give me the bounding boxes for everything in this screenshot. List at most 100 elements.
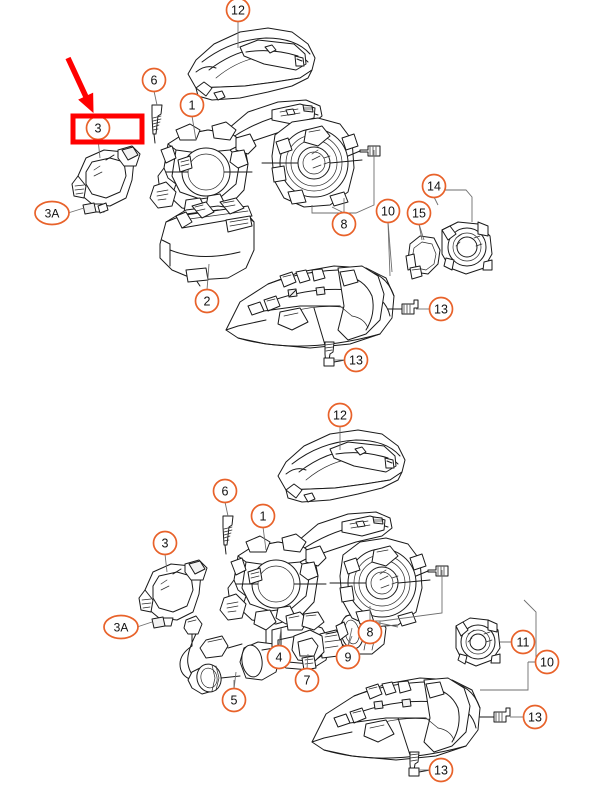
callout-label: 8 xyxy=(341,218,348,232)
callout-label: 5 xyxy=(231,694,238,708)
part-bolt-13b-upper xyxy=(313,307,346,367)
callout-circle xyxy=(266,644,292,670)
callout-3a-retaining-clip[interactable]: 3A xyxy=(103,614,139,640)
callout-circle xyxy=(294,667,320,693)
callout-circle xyxy=(194,288,220,314)
callout-label: 6 xyxy=(151,74,158,88)
callout-leader-line xyxy=(262,526,267,551)
callout-13-hex-bolt[interactable]: 13 xyxy=(428,296,454,322)
part-contact-carrier-7-lower xyxy=(291,629,325,671)
callout-leader-line xyxy=(306,653,309,670)
callout-circle xyxy=(335,644,361,670)
part-switch-module-1-upper xyxy=(149,121,257,233)
callout-leader-line xyxy=(206,263,210,291)
callout-circle xyxy=(327,402,353,428)
callout-10-lower-steering-column-shroud[interactable]: 10 xyxy=(375,198,401,224)
callout-2-lower-switch-carrier[interactable]: 2 xyxy=(194,288,220,314)
callout-circle xyxy=(221,687,247,713)
callout-circle xyxy=(212,478,238,504)
part-transponder-coil-5-lower xyxy=(179,615,243,695)
highlight-arrow-shaft xyxy=(65,56,90,100)
part-bolt-13b-lower xyxy=(397,717,431,777)
callout-4-ignition-starter-switch[interactable]: 4 xyxy=(266,644,292,670)
callout-10-lower-steering-column-shroud[interactable]: 10 xyxy=(534,649,560,675)
callout-circle xyxy=(343,347,369,373)
part-lower-shroud-10-lower xyxy=(311,599,537,761)
callout-label: 13 xyxy=(349,354,363,368)
callout-6-fixing-screw[interactable]: 6 xyxy=(141,67,167,93)
callout-label: 13 xyxy=(434,303,448,317)
callout-3-control-unit-bracket[interactable]: 3 xyxy=(152,530,178,556)
callout-label: 11 xyxy=(517,636,530,650)
callout-circle xyxy=(152,530,178,556)
callout-label: 3A xyxy=(45,207,60,221)
callout-label: 10 xyxy=(540,656,554,670)
highlight-box xyxy=(70,113,145,145)
callout-1-steering-column-switch-module[interactable]: 1 xyxy=(250,503,276,529)
callout-label: 6 xyxy=(222,485,229,499)
callout-15-clamping-ring[interactable]: 15 xyxy=(406,200,432,226)
callout-circle xyxy=(534,649,560,675)
part-switch-carrier-2-upper xyxy=(159,197,255,287)
callout-8-coil-spring-assembly-bracket[interactable]: 8 xyxy=(331,211,357,237)
callout-3a-retaining-clip[interactable]: 3A xyxy=(34,200,70,226)
callout-14-bearing-ring-assembly[interactable]: 14 xyxy=(421,173,447,199)
lower-diagram-artwork xyxy=(138,429,537,777)
callout-leader-line xyxy=(153,90,158,106)
callout-label: 12 xyxy=(333,409,347,423)
part-clamping-ring-15-upper xyxy=(405,223,441,280)
highlight-arrow-head xyxy=(78,92,94,114)
callout-9-lock-cylinder[interactable]: 9 xyxy=(335,644,361,670)
callout-13-hex-bolt[interactable]: 13 xyxy=(343,347,369,373)
callout-6-fixing-screw[interactable]: 6 xyxy=(212,478,238,504)
callout-label: 8 xyxy=(367,626,374,640)
part-bolt-13a-lower xyxy=(479,707,511,723)
part-control-unit-3-upper xyxy=(71,145,141,215)
part-bearing-ring-14-upper xyxy=(433,189,493,275)
callout-label: 15 xyxy=(412,207,426,221)
callout-13-hex-bolt[interactable]: 13 xyxy=(522,704,548,730)
callout-12-upper-steering-column-trim-cover[interactable]: 12 xyxy=(225,0,251,23)
callout-label: 14 xyxy=(427,180,441,194)
callout-circle xyxy=(357,619,383,645)
callout-leader-line xyxy=(233,671,237,690)
part-screw-6-lower xyxy=(222,515,234,555)
callout-12-upper-steering-column-trim-cover[interactable]: 12 xyxy=(327,402,353,428)
part-bearing-ring-11-lower xyxy=(455,617,512,667)
callout-11-bearing-ring[interactable]: 11 xyxy=(510,629,536,655)
callout-circle xyxy=(406,200,432,226)
part-upper-trim-cover-12-lower xyxy=(277,429,406,503)
callout-label: 1 xyxy=(189,99,196,113)
callout-leader-line xyxy=(347,627,353,647)
callout-circle xyxy=(428,757,454,783)
callout-circle xyxy=(331,211,357,237)
part-lower-shroud-10-upper xyxy=(225,221,395,349)
callout-label: 13 xyxy=(434,764,448,778)
part-clock-spring-8-lower xyxy=(329,537,449,628)
callout-5-transponder-reader-coil[interactable]: 5 xyxy=(221,687,247,713)
callout-7-contact-carrier[interactable]: 7 xyxy=(294,667,320,693)
callout-label: 3 xyxy=(95,122,102,136)
callout-circle xyxy=(375,198,401,224)
callout-label: 10 xyxy=(381,205,395,219)
red-highlight-annotation xyxy=(65,56,145,145)
callout-circle xyxy=(34,200,70,226)
callout-8-coil-spring-assembly-bracket[interactable]: 8 xyxy=(357,619,383,645)
callout-3-control-unit-bracket[interactable]: 3 xyxy=(85,115,111,141)
callout-circle xyxy=(522,704,548,730)
callout-circle xyxy=(428,296,454,322)
callout-leader-line xyxy=(224,501,229,517)
upper-diagram-artwork xyxy=(71,27,493,367)
callout-circle xyxy=(103,614,139,640)
callout-1-steering-column-switch-module[interactable]: 1 xyxy=(179,92,205,118)
callout-leader-line xyxy=(278,627,282,647)
callout-circle xyxy=(179,92,205,118)
part-switch-module-1-lower xyxy=(219,533,327,661)
callout-13-hex-bolt[interactable]: 13 xyxy=(428,757,454,783)
callout-circle xyxy=(421,173,447,199)
part-upper-trim-cover-12 xyxy=(187,27,316,101)
callout-label: 1 xyxy=(260,510,267,524)
